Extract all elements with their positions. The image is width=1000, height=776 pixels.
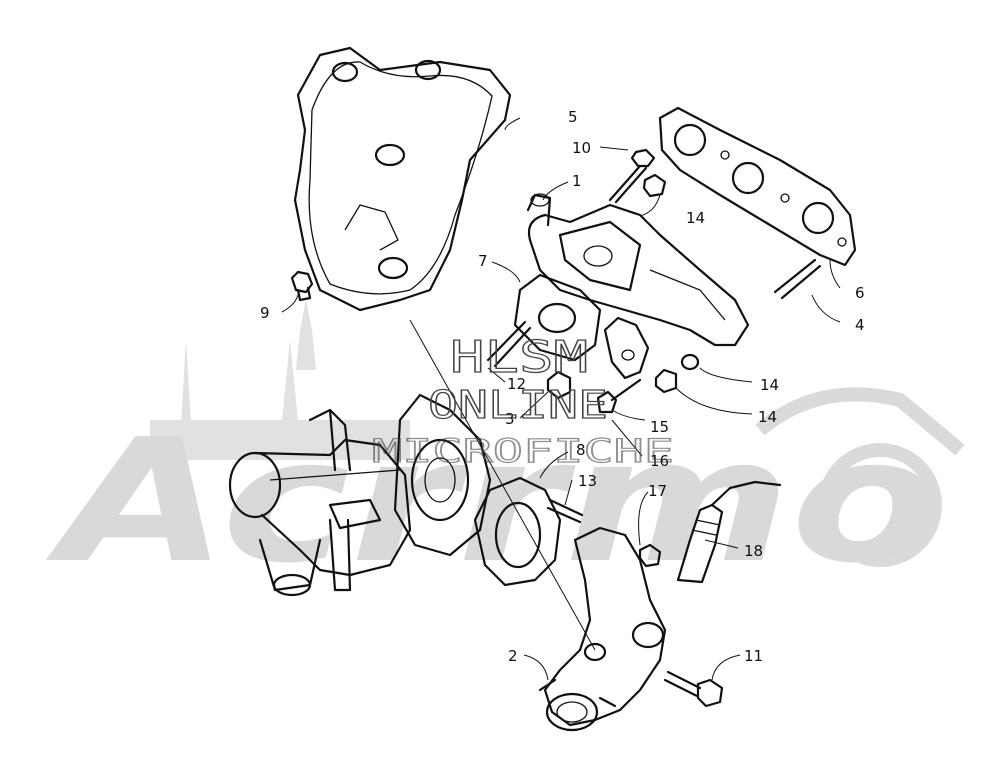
watermark-skyline: [150, 300, 410, 460]
bolt-9: [290, 270, 314, 302]
callout-8: 8: [576, 441, 586, 459]
gasket-8: [473, 476, 562, 587]
callout-3: 3: [505, 410, 515, 428]
callout-6: 6: [855, 284, 865, 302]
stud-12: [486, 320, 532, 368]
stud-4: [773, 258, 822, 300]
callout-14-b: 14: [758, 408, 777, 426]
manifold-gasket: [658, 106, 857, 267]
callout-16: 15: [650, 418, 669, 436]
callout-14-c: 17: [648, 482, 667, 500]
callout-7: 7: [478, 252, 488, 270]
callout-2: 2: [508, 647, 518, 665]
watermark-motorcycle: [755, 387, 965, 567]
nut-14-top: [642, 173, 667, 198]
callout-18: 18: [744, 542, 763, 560]
callout-5: 5: [568, 108, 578, 126]
exhaust-manifold: [526, 193, 750, 347]
gasket-7: [513, 273, 602, 362]
nut-15: [680, 353, 700, 371]
callout-12: 12: [507, 375, 526, 393]
watermark-brand: Acrrmo: [45, 403, 940, 601]
nut-3: [546, 370, 572, 400]
callout-10: 10: [572, 139, 591, 157]
callout-15: 14: [760, 376, 779, 394]
callout-17: 16: [650, 452, 669, 470]
oxygen-sensor: [676, 480, 782, 584]
watermark-line-3: MICROFICHE: [372, 432, 674, 470]
downpipe: [538, 526, 667, 732]
callout-1: 1: [572, 172, 582, 190]
heat-shield: [293, 46, 512, 312]
watermark-text: HLSM ONLINE MICROFICHE: [371, 331, 674, 470]
oil-line-gasket: [603, 316, 650, 380]
bolt-11: [663, 670, 724, 708]
nut-14-mid: [654, 368, 678, 394]
turbocharger: [228, 393, 492, 597]
callout-11: 11: [744, 647, 763, 665]
bolt-10: [608, 148, 656, 204]
watermark-line-2: ONLINE: [428, 383, 608, 427]
stud-13: [546, 498, 584, 524]
callout-9: 9: [260, 304, 270, 322]
callout-14-a: 14: [686, 209, 705, 227]
callout-13: 13: [578, 472, 597, 490]
leader-lines: [281, 117, 841, 681]
callout-4: 4: [855, 316, 865, 334]
watermark-line-1: HLSM: [450, 332, 588, 383]
bolt-16: [596, 378, 642, 414]
callout-numbers: 5 10 1 14 7 6 4 9 12 3 14 14 15 16 8 13 …: [260, 108, 865, 665]
